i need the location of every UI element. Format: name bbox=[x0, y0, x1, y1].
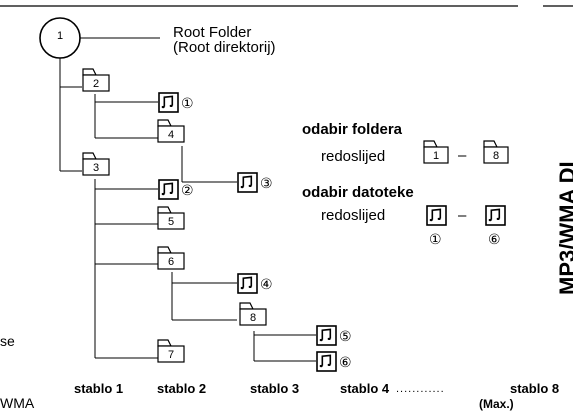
folder-8-icon-number: 8 bbox=[250, 312, 256, 324]
legend-file-title: odabir datoteke bbox=[302, 184, 414, 201]
side-heading-tab: MP3/WMA DI bbox=[553, 90, 573, 300]
file-order-1: ① bbox=[181, 96, 194, 112]
legend-folder-to-icon-number: 8 bbox=[493, 150, 499, 162]
folder-8-icon: 8 bbox=[239, 302, 267, 326]
file-order-6: ⑥ bbox=[339, 355, 352, 371]
cropped-text-se: se bbox=[0, 333, 15, 349]
legend-folder-from-icon-number: 1 bbox=[433, 150, 439, 162]
level-dots: ............ bbox=[396, 383, 445, 395]
folder-6-icon-number: 6 bbox=[168, 256, 174, 268]
folder-3-icon-number: 3 bbox=[93, 162, 99, 174]
music-file-4-icon bbox=[237, 273, 258, 294]
legend-file-from-order: ① bbox=[429, 232, 442, 248]
music-file-3-icon bbox=[237, 172, 258, 193]
folder-7-icon-number: 7 bbox=[168, 349, 174, 361]
cropped-text-wma: WMA bbox=[0, 395, 35, 411]
folder-4-icon-number: 4 bbox=[168, 129, 174, 141]
legend-file-from-icon bbox=[426, 205, 447, 226]
file-order-3: ③ bbox=[260, 176, 273, 192]
music-file-1-icon bbox=[158, 92, 179, 113]
file-order-2: ② bbox=[181, 183, 194, 199]
legend-folder-from-icon: 1 bbox=[423, 140, 449, 164]
folder-7-icon: 7 bbox=[157, 339, 185, 363]
side-heading-text: MP3/WMA DI bbox=[555, 161, 573, 295]
folder-2-icon-number: 2 bbox=[93, 78, 99, 90]
file-order-4: ④ bbox=[260, 277, 273, 293]
level-label-3: stablo 3 bbox=[250, 381, 300, 396]
legend-file-order-text: redoslijed bbox=[321, 207, 386, 224]
folder-5-icon-number: 5 bbox=[168, 216, 174, 228]
music-file-5-icon bbox=[316, 325, 337, 346]
file-order-5: ⑤ bbox=[339, 329, 352, 345]
legend-folder-dash: – bbox=[458, 147, 467, 164]
legend-file-to-icon bbox=[485, 205, 506, 226]
legend-file-to-order: ⑥ bbox=[488, 232, 501, 248]
root-folder-number: 1 bbox=[56, 30, 64, 42]
root-folder-label-alt: (Root direktorij) bbox=[173, 39, 276, 56]
legend-file-dash: – bbox=[458, 207, 467, 224]
folder-6-icon: 6 bbox=[157, 246, 185, 270]
folder-2-icon: 2 bbox=[82, 68, 110, 92]
level-label-8: stablo 8 bbox=[510, 381, 560, 396]
legend-folder-order-text: redoslijed bbox=[321, 148, 386, 165]
music-file-6-icon bbox=[316, 351, 337, 372]
folder-4-icon: 4 bbox=[157, 119, 185, 143]
legend-folder-title: odabir foldera bbox=[302, 121, 403, 138]
level-label-2: stablo 2 bbox=[157, 381, 207, 396]
root-folder-label: Root Folder bbox=[173, 24, 252, 41]
legend-folder-to-icon: 8 bbox=[483, 140, 509, 164]
music-file-2-icon bbox=[158, 179, 179, 200]
level-label-1: stablo 1 bbox=[74, 381, 124, 396]
folder-5-icon: 5 bbox=[157, 206, 185, 230]
level-max-label: (Max.) bbox=[479, 397, 514, 411]
folder-3-icon: 3 bbox=[82, 152, 110, 176]
level-label-4: stablo 4 bbox=[340, 381, 390, 396]
